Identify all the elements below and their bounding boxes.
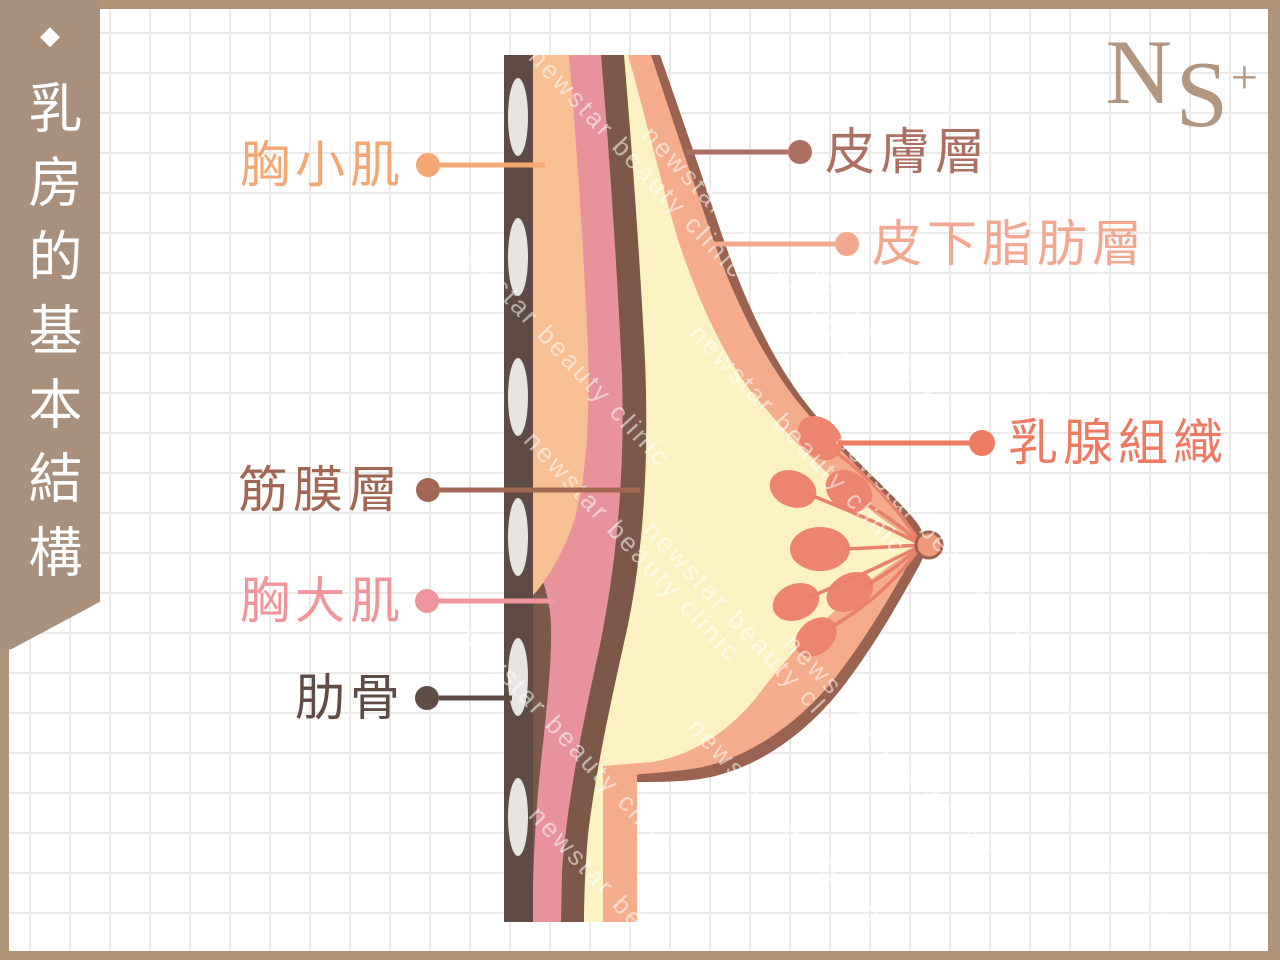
rib-bone — [508, 498, 528, 576]
rib-bone — [508, 358, 528, 436]
rib-bone — [508, 638, 528, 716]
leader-dot-rib — [415, 686, 439, 710]
gland-lobe — [790, 527, 850, 571]
label-fascia-layer: 筋膜層 — [238, 462, 403, 518]
label-skin-layer: 皮膚層 — [825, 124, 990, 180]
leader-dot-subq-fat — [835, 232, 859, 256]
ns-plus-logo: N S + — [1106, 26, 1260, 147]
nipple — [914, 530, 944, 560]
leader-dot-pec-major — [415, 589, 439, 613]
milk-ducts — [807, 450, 922, 630]
leader-dot-fascia — [416, 478, 440, 502]
rib-bone — [508, 78, 528, 156]
gland-lobe — [772, 583, 820, 621]
duct — [834, 450, 922, 544]
label-mammary-gland: 乳腺組織 — [1008, 415, 1228, 471]
leader-dot-gland — [969, 430, 995, 456]
pectoralis-minor-layer — [533, 55, 589, 595]
gland-lobe — [826, 572, 874, 612]
rib-bone — [508, 218, 528, 296]
diamond-icon: ◆ — [40, 20, 60, 50]
frame-border-top — [0, 0, 1280, 9]
duct — [843, 543, 921, 551]
duct — [807, 492, 921, 546]
page-title: 乳房的基本結構 — [20, 80, 80, 598]
frame-border-right — [1268, 0, 1280, 960]
label-pectoralis-minor: 胸小肌 — [240, 137, 405, 193]
gland-lobe — [769, 470, 817, 508]
label-subcutaneous-fat: 皮下脂肪層 — [872, 216, 1147, 272]
logo-plus-icon: + — [1230, 51, 1258, 104]
duct — [829, 546, 922, 630]
ribs — [508, 78, 528, 856]
rib-bone — [508, 778, 528, 856]
logo-letter-s: S — [1175, 43, 1228, 147]
logo-letter-n: N — [1105, 21, 1172, 123]
frame-border-bottom — [0, 951, 1280, 960]
gland-lobe — [795, 617, 837, 657]
leader-dot-skin — [788, 140, 812, 164]
label-ribs: 肋骨 — [295, 670, 405, 726]
sidebar-ribbon: ◆ 乳房的基本結構 — [0, 0, 100, 650]
gland-lobe — [797, 416, 843, 460]
label-pectoralis-major: 胸大肌 — [240, 573, 405, 629]
duct — [809, 544, 921, 599]
leader-dot-pec-minor — [416, 153, 440, 177]
